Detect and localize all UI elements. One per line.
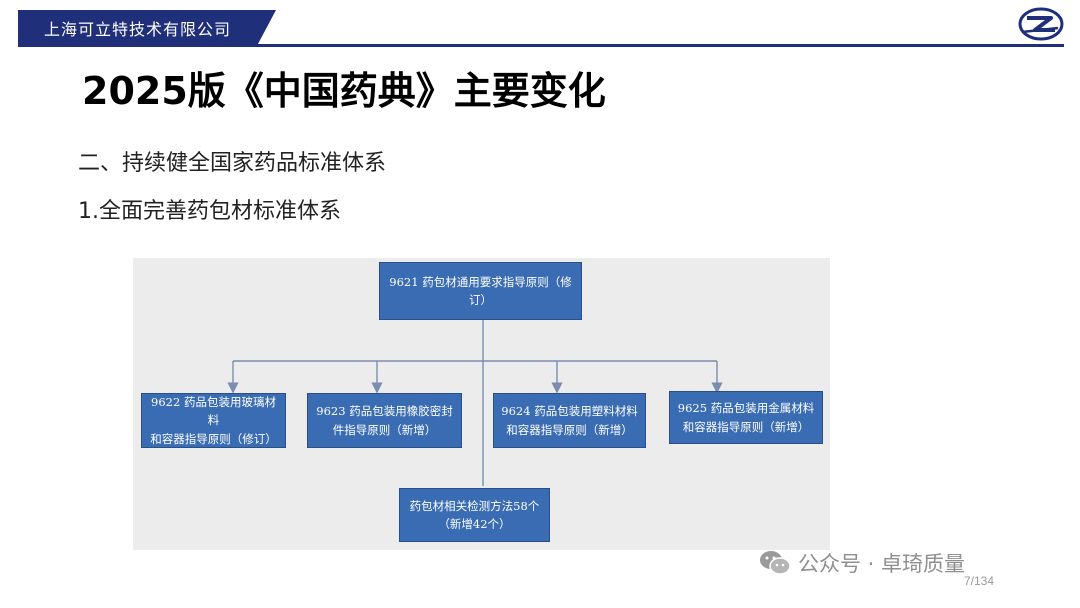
node-label-line2: 和容器指导原则（新增）	[506, 422, 633, 437]
node-label-line2: 和容器指导原则（新增）	[682, 419, 810, 434]
child-node-9623: 9623 药品包装用橡胶密封 件指导原则（新增）	[307, 393, 462, 448]
node-label-line1: 9623 药品包装用橡胶密封	[316, 404, 453, 419]
node-label-line2: （新增42个）	[438, 517, 511, 531]
node-label-line1: 药包材相关检测方法58个	[409, 498, 540, 513]
node-label-line1: 9622 药品包装用玻璃材料	[151, 394, 276, 428]
subsection-heading: 1.全面完善药包材标准体系	[78, 199, 341, 224]
company-logo-icon	[1018, 7, 1064, 41]
node-label-line1: 9625 药品包装用金属材料	[677, 401, 815, 416]
child-node-9625: 9625 药品包装用金属材料 和容器指导原则（新增）	[669, 391, 823, 444]
wechat-icon	[760, 551, 791, 575]
slide-title: 2025版《中国药典》主要变化	[82, 69, 606, 113]
test-methods-node: 药包材相关检测方法58个 （新增42个）	[399, 488, 550, 542]
org-diagram: 9621 药包材通用要求指导原则（修订） 9622 药品包装用玻璃材料 和容器指…	[133, 258, 830, 550]
watermark: 公众号 · 卓琦质量	[758, 548, 965, 578]
child-node-9622: 9622 药品包装用玻璃材料 和容器指导原则（修订）	[141, 393, 286, 448]
node-label-line2: 和容器指导原则（修订）	[150, 431, 277, 446]
page-number: 7/134	[964, 574, 995, 588]
root-node-9621: 9621 药包材通用要求指导原则（修订）	[379, 262, 582, 320]
company-name: 上海可立特技术有限公司	[44, 20, 232, 39]
section-heading: 二、持续健全国家药品标准体系	[78, 151, 387, 176]
node-label-line2: 件指导原则（新增）	[332, 422, 437, 437]
child-node-9624: 9624 药品包装用塑料材料 和容器指导原则（新增）	[493, 393, 646, 448]
node-label-line1: 9624 药品包装用塑料材料	[501, 404, 638, 419]
root-node-label: 9621 药包材通用要求指导原则（修订）	[389, 274, 572, 307]
company-banner	[18, 10, 276, 44]
watermark-text: 公众号 · 卓琦质量	[798, 552, 966, 576]
diagram-connectors	[227, 320, 723, 486]
header-rule	[18, 44, 1064, 47]
